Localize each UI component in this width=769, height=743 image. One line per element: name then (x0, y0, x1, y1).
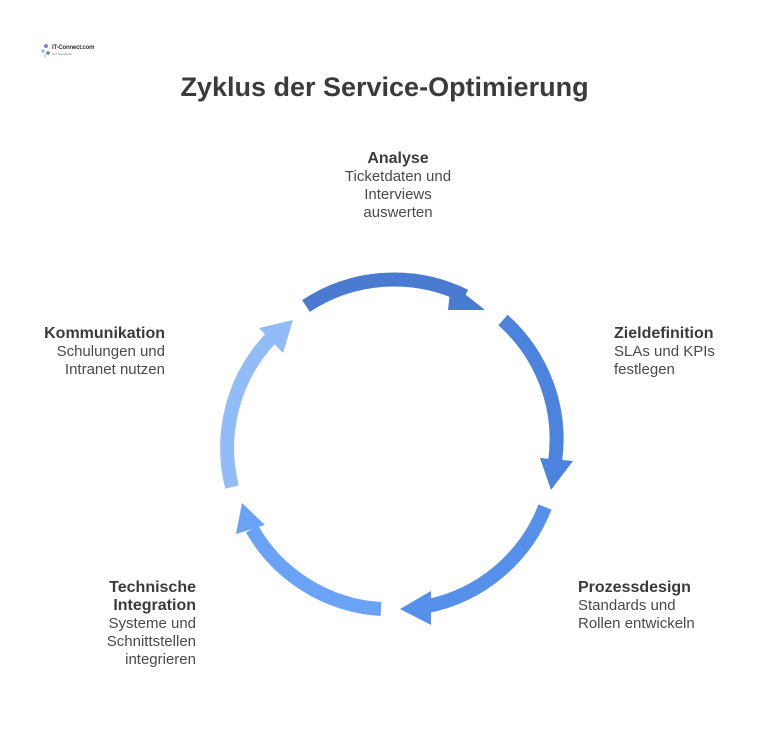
stage-prozessdesign: Prozessdesign Standards und Rollen entwi… (578, 579, 728, 633)
stage-zieldefinition-desc-1: SLAs und KPIs (614, 343, 715, 360)
stage-integration-desc-3: integrieren (125, 651, 196, 668)
analyse-arrowhead (448, 283, 485, 310)
stage-kommunikation: Kommunikation Schulungen und Intranet nu… (20, 325, 165, 379)
stage-zieldefinition-title: Zieldefinition (614, 325, 714, 342)
stage-prozessdesign-desc-2: Rollen entwickeln (578, 615, 695, 632)
stage-integration-desc-2: Schnittstellen (106, 633, 196, 650)
stage-zieldefinition: Zieldefinition SLAs und KPIs festlegen (614, 325, 754, 379)
stage-analyse-desc-1: Ticketdaten und (344, 168, 452, 185)
stage-integration-title-2: Integration (113, 597, 196, 614)
diagram-title: Zyklus der Service-Optimierung (180, 72, 589, 102)
stage-prozessdesign-desc-1: Standards und (578, 597, 676, 614)
kommunikation-arrow (220, 334, 276, 489)
prozessdesign-arrow (426, 504, 552, 613)
stage-analyse-title: Analyse (367, 150, 429, 167)
stage-integration-desc-1: Systeme und (108, 615, 196, 632)
logo-mark-icon (41, 44, 50, 58)
stage-kommunikation-desc-1: Schulungen und (56, 343, 165, 360)
stage-zieldefinition-desc-2: festlegen (614, 361, 675, 378)
stage-analyse: Analyse Ticketdaten und Interviews auswe… (318, 150, 478, 222)
stage-kommunikation-desc-2: Intranet nutzen (64, 361, 165, 378)
kommunikation-arrowhead (259, 320, 293, 353)
zieldefinition-arrow (498, 314, 564, 463)
stage-integration-title-1: Technische (109, 579, 196, 596)
stage-prozessdesign-title: Prozessdesign (578, 579, 691, 596)
stage-kommunikation-title: Kommunikation (44, 325, 165, 342)
analyse-arrow (302, 272, 469, 312)
company-logo: IT-Connect.com Ihr IT Dienstleister (40, 42, 94, 60)
integration-arrowhead (236, 503, 265, 534)
integration-arrow (245, 525, 382, 616)
prozessdesign-arrowhead (400, 591, 431, 625)
stage-analyse-desc-3: auswerten (363, 204, 433, 221)
stage-integration: Technische Integration Systeme und Schni… (56, 579, 196, 669)
logo-text: IT-Connect.com (52, 45, 95, 51)
zieldefinition-arrowhead (540, 458, 573, 490)
stage-analyse-desc-2: Interviews (364, 186, 432, 203)
logo-subtext: Ihr IT Dienstleister (52, 53, 73, 56)
